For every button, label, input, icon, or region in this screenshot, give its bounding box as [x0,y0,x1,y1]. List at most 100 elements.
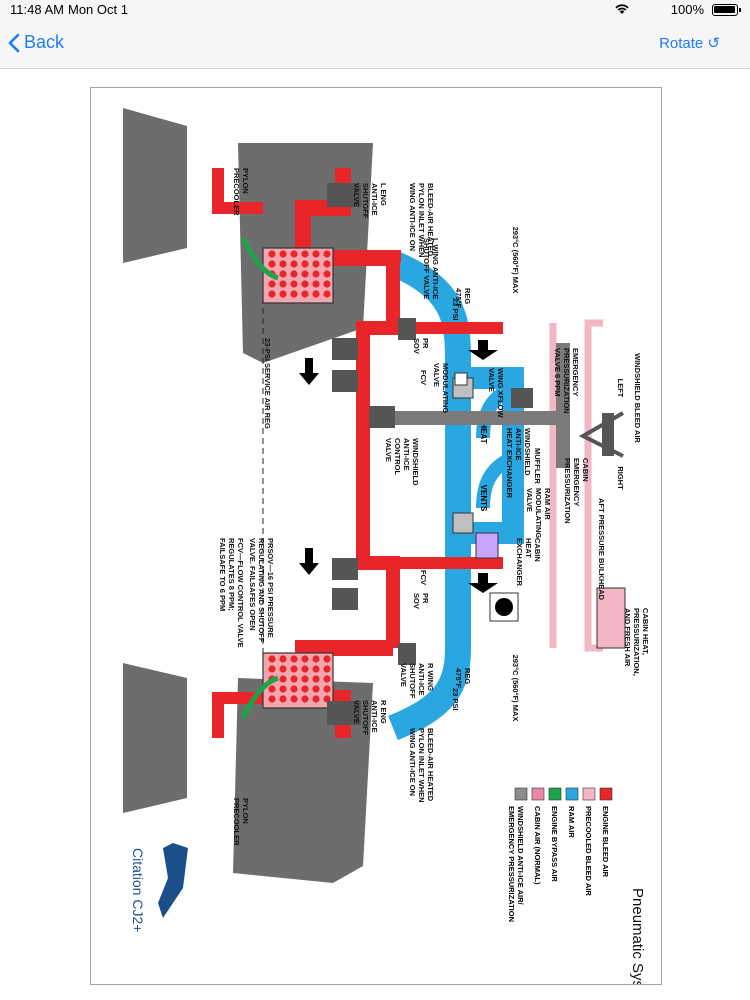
emergency-press-label-line: VALVE 6 PPM [553,348,562,396]
r-wing-valve-label-line: ANTI-ICE [417,663,426,696]
back-label: Back [24,32,65,52]
cabin-air-outlet [596,587,626,649]
left-bleed-inlet [212,168,263,214]
pylon-precooler-left-line: PRECOOLER [232,168,241,216]
legend-swatch [548,787,562,801]
prsov-note-line: REGULATING AND SHUTOFF [257,538,266,643]
cabin-emergency-label-line: EMERGENCY [572,458,581,506]
ram-air-valve [452,512,474,534]
precooler-dot [323,685,331,693]
cabin-hx-label-line: HEAT [524,538,533,558]
arrow-4 [468,573,498,593]
legend-swatch [565,787,579,801]
precooler-dot [290,695,298,703]
precooler-dot [268,250,276,258]
battery-percent: 100% [670,2,704,17]
windshield-ctrl-label: WINDSHIELDANTI-ICECONTROLVALVE [384,438,420,486]
emergency-press-label: EMERGENCYPRESSURIZATIONVALVE 6 PPM [553,348,580,414]
modulating-label: MODULATINGVALVE [432,363,450,413]
precooler-dot [312,685,320,693]
windshield-hx-label-line: HEAT EXCHANGER [505,428,514,498]
pr-sov-left-line: PR [421,338,430,349]
r-wing-valve-label-line: VALVE [399,663,408,687]
l-wing-valve-label-line: SHUTOFF VALVE [422,238,431,299]
status-time: 11:48 AM [10,2,64,17]
fcv-note-line: REGULATES 8 PPM; [227,538,236,611]
precooler-dot [279,260,287,268]
precooler-dot [290,260,298,268]
legend-label: PRECOOLED BLEED AIR [584,806,593,896]
pr-sov-left: PRSOV [412,338,430,354]
arrow-3 [468,340,498,360]
precooler-dot [323,655,331,663]
reg-left: REG475°F [454,288,472,309]
fcv-left [332,370,358,392]
psi-label-left: 23 PSI [451,298,460,321]
precooler-dot [301,280,309,288]
legend-swatch [599,787,613,801]
document-page[interactable]: HEAT VENTS [90,87,662,985]
precooler-dot [268,655,276,663]
precooler-dot [301,695,309,703]
logo-text: Citation CJ2+ [130,848,146,932]
pr-sov-right: PRSOV [412,593,430,609]
wing-xflow-label-line: WING XFLOW [496,368,505,418]
r-eng-label-line: SHUTOFF [361,700,370,736]
precooler-dot [323,260,331,268]
windshield-ctrl-label-line: CONTROL [393,438,402,475]
cabin-heat-label-line: AND FRESH AIR [623,608,632,667]
bleed-crossover [356,258,400,648]
rotate-button[interactable]: Rotate ↺ [659,35,720,52]
pr-sov-right-line: PR [421,593,430,604]
bleed-heated-left-line: PYLON INLET WHEN [417,183,426,258]
fcv-note-line: FAILSAFE TO 6 PPM [218,538,227,611]
precooler-dot [290,290,298,298]
chevron-left-icon [8,33,20,52]
prsov-left [332,338,358,360]
arrow-2 [299,548,319,575]
ram-air-valve-label-line: MODULATING [534,488,543,538]
cabin-heat-exchanger [475,532,499,559]
left-label: LEFT [616,379,625,398]
pylon-precooler-left: PYLONPRECOOLER [232,168,250,216]
wing-xflow-label: WING XFLOWVALVE [487,368,505,418]
legend-swatch [531,787,545,801]
precooler-dot [290,250,298,258]
windshield-ctrl-label-line: WINDSHIELD [411,438,420,486]
precooler-dot [279,655,287,663]
bleed-heated-right-line: BLEED-AIR HEATED [426,728,435,802]
cabin-hx-label-line: EXCHANGER [515,538,524,587]
l-eng-label-line: SHUTOFF [361,183,370,219]
precooler-dot [323,695,331,703]
fcv-label-right: FCV [419,570,428,585]
windshield-ctrl-label-line: VALVE [384,438,393,462]
battery-icon [712,4,741,16]
wing-xflow-label-line: VALVE [487,368,496,392]
l-eng-valve [327,183,361,207]
windshield-hx-label-line: ANTI-ICE [514,428,523,461]
precooler-dot [301,270,309,278]
modulating-label-line: VALVE [432,363,441,387]
precooler-dot [290,685,298,693]
temp-label-right: 293°C (560°F) MAX [511,655,520,722]
precooler-dot [323,675,331,683]
valves [327,183,533,725]
pylon-precooler-right-line: PYLON [241,798,250,824]
fan-icon [495,598,513,616]
reg-right: REG475°F [454,668,472,689]
pylon-precooler-right-line: PRECOOLER [232,798,241,846]
legend-label: CABIN AIR (NORMAL) [533,806,542,885]
modulating-label-line: MODULATING [441,363,450,413]
precooler-dot [279,685,287,693]
precooler-dot [290,675,298,683]
back-button[interactable]: Back [8,32,64,53]
precooler-dot [323,270,331,278]
ram-air-valve-label-line: VALVE [525,488,534,512]
bleed-heated-right: BLEED-AIR HEATEDPYLON INLET WHENWING ANT… [408,728,435,803]
bleed-heated-right-line: PYLON INLET WHEN [417,728,426,803]
precooler-dot [268,290,276,298]
fcv-right [332,558,358,580]
diagram-title: Pneumatic System [629,888,646,985]
l-eng-label: L ENGANTI-ICESHUTOFFVALVE [352,183,388,219]
cabin-emergency-label-line: PRESSURIZATION [563,458,572,524]
